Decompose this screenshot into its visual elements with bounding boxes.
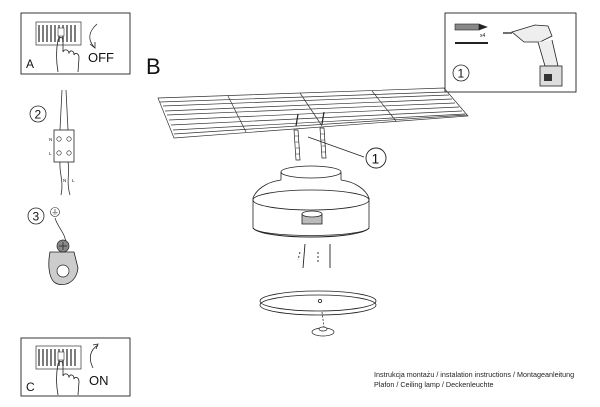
lamp-body bbox=[252, 165, 370, 238]
panel-letter: A bbox=[26, 57, 34, 71]
panel-letter: B bbox=[146, 54, 161, 79]
caption-line-2: Plafon / Ceiling lamp / Deckenleuchte bbox=[374, 380, 494, 389]
arrow-icon bbox=[89, 23, 98, 48]
screw-icon bbox=[297, 243, 331, 269]
wiring-step: 2 N L N L bbox=[29, 89, 75, 196]
arrow-head bbox=[89, 42, 96, 49]
ground-icon bbox=[50, 207, 60, 217]
knob bbox=[311, 311, 335, 337]
callout-number: 1 bbox=[372, 151, 380, 167]
hand-icon bbox=[56, 37, 80, 73]
drill-icon bbox=[503, 24, 563, 87]
connector-icon bbox=[53, 129, 75, 163]
step-number: 2 bbox=[35, 108, 42, 122]
callout-marker: 1 bbox=[307, 136, 387, 169]
ceiling-grid bbox=[157, 87, 469, 139]
hand-icon bbox=[56, 361, 80, 396]
switch-icon bbox=[35, 345, 82, 370]
arrow-icon bbox=[89, 344, 99, 369]
tools-marker bbox=[452, 64, 470, 82]
caption-line-1: Instrukcja montażu / instalation instruc… bbox=[374, 370, 575, 379]
terminal-label: N bbox=[49, 137, 52, 142]
diffuser-plate bbox=[259, 290, 377, 316]
tools-marker-number: 1 bbox=[458, 67, 465, 81]
switch-icon bbox=[35, 21, 82, 46]
ground-step: 3 bbox=[27, 207, 79, 285]
panel-a: A OFF bbox=[20, 12, 131, 75]
terminal-label: L bbox=[72, 178, 75, 183]
switch-state-text: ON bbox=[89, 373, 109, 388]
panel-letter: C bbox=[26, 380, 35, 394]
step-number: 3 bbox=[33, 210, 40, 224]
quantity-label: x4 bbox=[480, 33, 486, 39]
panel-c: C ON bbox=[20, 337, 131, 397]
tools-panel: x4 1 bbox=[444, 12, 577, 93]
terminal-label: N bbox=[63, 178, 66, 183]
switch-state-text: OFF bbox=[88, 50, 114, 65]
arrow-head bbox=[92, 343, 99, 350]
terminal-label: L bbox=[49, 151, 52, 156]
anchor-icon bbox=[293, 111, 327, 161]
anchor-icon bbox=[454, 23, 488, 31]
